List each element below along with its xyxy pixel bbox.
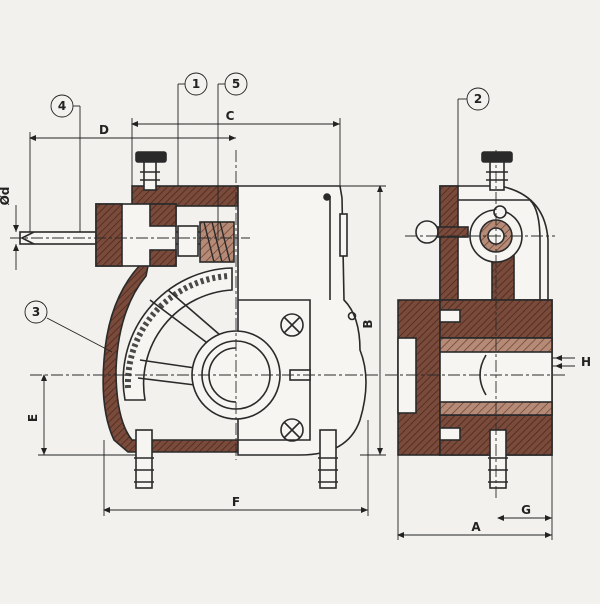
- dim-label-A: A: [471, 520, 481, 534]
- dim-label-G: G: [521, 503, 531, 517]
- dimension-lines: [13, 118, 575, 540]
- dim-label-od: Ød: [0, 187, 12, 206]
- dim-label-C: C: [226, 109, 235, 123]
- side-view: [10, 150, 380, 489]
- callout-4: 4: [58, 99, 66, 113]
- dim-label-D: D: [99, 123, 109, 137]
- foot-bolt-front: [489, 429, 507, 489]
- callout-3: 3: [32, 305, 40, 319]
- foot-bolt-right: [319, 429, 337, 489]
- worm-wheel: [122, 267, 233, 401]
- dim-label-H: H: [581, 355, 591, 369]
- front-view: [385, 150, 565, 500]
- callout-5: 5: [232, 77, 240, 91]
- dimension-labels: C D B E F Ød A G H: [0, 109, 591, 534]
- dim-label-F: F: [232, 495, 240, 509]
- callout-leaders: [24, 72, 490, 353]
- callout-2: 2: [474, 92, 482, 106]
- dim-label-B: B: [361, 319, 375, 328]
- dim-label-E: E: [26, 414, 40, 422]
- callout-1: 1: [192, 77, 200, 91]
- foot-bolt-left: [135, 429, 153, 489]
- callout-labels: 1 2 3 4 5: [32, 77, 482, 319]
- top-knob: [135, 151, 167, 163]
- oil-indicator: [415, 220, 439, 244]
